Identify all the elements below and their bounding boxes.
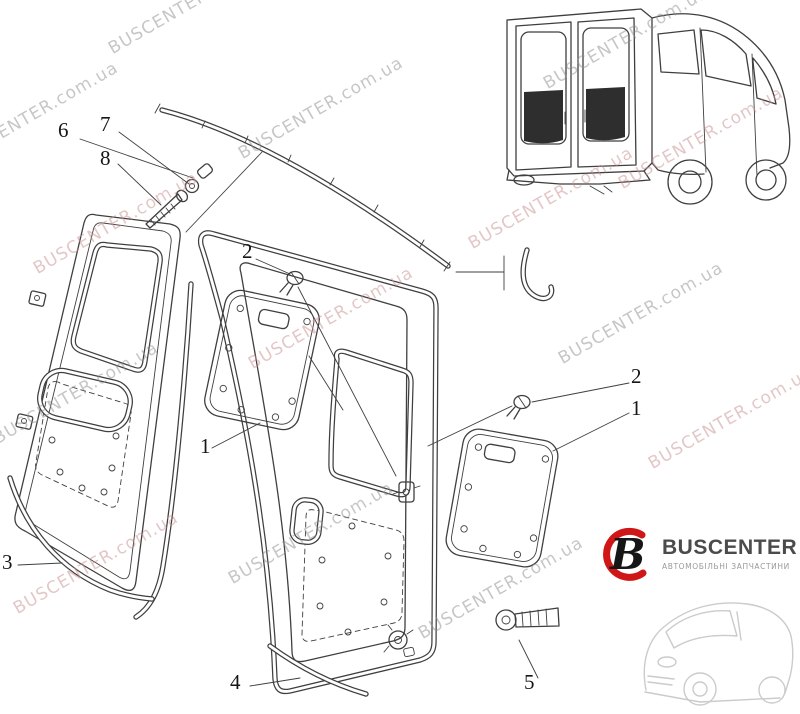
callout-2-top: 2 — [242, 239, 253, 263]
center-door-frame-seal — [197, 230, 439, 695]
van-rear-illustration — [506, 8, 791, 205]
brand-name: BUSCENTER — [662, 536, 798, 559]
callout-1-right: 1 — [631, 396, 642, 420]
door-seal-part3 — [7, 475, 155, 602]
callout-2-right: 2 — [631, 364, 642, 388]
callout-6: 6 — [58, 118, 69, 142]
trim-clip-right — [506, 394, 531, 420]
door-hinge-right — [392, 481, 421, 503]
van-watermark-sketch — [643, 602, 794, 706]
callout-7: 7 — [100, 112, 111, 136]
door-hinge-upper — [28, 290, 47, 307]
left-door-panel — [14, 213, 181, 592]
trim-clip-top — [279, 270, 304, 296]
buscenter-logo-icon: B — [603, 527, 647, 581]
callout-4: 4 — [230, 670, 241, 694]
callout-8: 8 — [100, 146, 111, 170]
glass-run-channel — [133, 281, 194, 620]
brand-tagline: АВТОМОБІЛЬНІ ЗАПЧАСТИНИ — [662, 562, 790, 571]
left-trim-panel — [204, 289, 320, 431]
right-trim-panel — [445, 428, 559, 568]
callout-3: 3 — [2, 550, 13, 574]
center-door-panel — [239, 262, 421, 663]
door-hinge-lower — [15, 413, 34, 430]
callout-1-left: 1 — [200, 434, 211, 458]
svg-text:B: B — [609, 530, 646, 579]
door-seal-part4 — [267, 643, 369, 697]
washer-part-7 — [184, 178, 200, 194]
callout-5: 5 — [524, 670, 535, 694]
molding-pointer-line — [455, 255, 505, 291]
brand-logo: B BUSCENTER АВТОМОБІЛЬНІ ЗАПЧАСТИНИ — [596, 522, 797, 586]
brand-text-block: BUSCENTER АВТОМОБІЛЬНІ ЗАПЧАСТИНИ — [662, 537, 797, 571]
leader-lines — [17, 131, 630, 687]
molding-end-bracket — [520, 247, 555, 302]
door-lock-mechanism — [383, 624, 415, 658]
seal-clip-part5 — [495, 607, 560, 631]
roof-molding-strip — [154, 103, 451, 272]
spacer-part-6 — [197, 163, 213, 179]
